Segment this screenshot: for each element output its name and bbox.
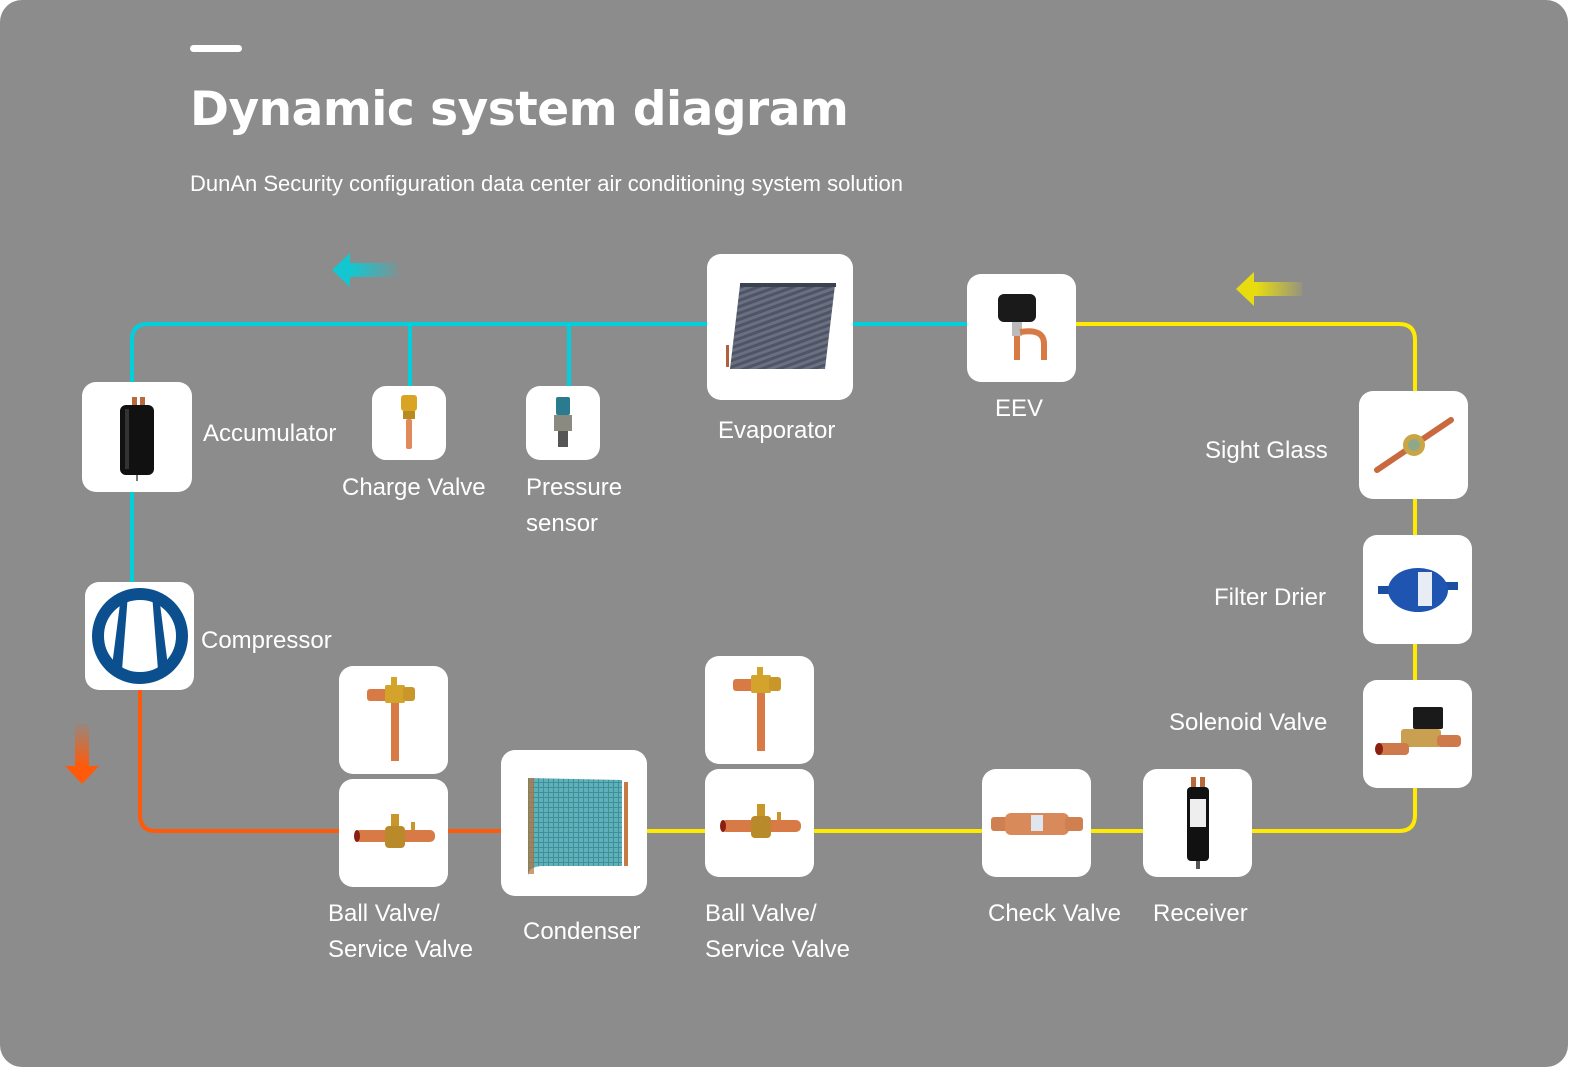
accumulator-label: Accumulator — [203, 420, 337, 447]
sight-glass-icon — [1373, 417, 1454, 473]
eev-card[interactable] — [967, 274, 1076, 382]
solenoid-valve-icon — [1374, 707, 1461, 755]
discharge-flow-arrow — [65, 724, 99, 784]
pressure-sensor-label-line1: Pressure — [526, 474, 623, 501]
eev-label: EEV — [995, 395, 1044, 422]
check-valve-card[interactable] — [982, 769, 1091, 877]
discharge-line — [138, 688, 504, 833]
ball-valve-icon — [353, 814, 435, 848]
ball-valve-2-label-line2: Service Valve — [705, 936, 850, 963]
pressure-sensor-label-line2: sensor — [526, 510, 599, 537]
electronic-expansion-valve-icon — [997, 294, 1047, 360]
ball-valve-1-card[interactable] — [339, 779, 448, 887]
pressure-sensor-icon — [554, 397, 572, 447]
service-valve-icon — [366, 677, 415, 761]
sight-glass-label: Sight Glass — [1205, 437, 1328, 464]
service-valve-1-card[interactable] — [339, 666, 448, 774]
evaporator-coil-icon — [726, 283, 836, 369]
receiver-icon — [1186, 777, 1209, 869]
service-valve-2-card[interactable] — [705, 656, 814, 764]
ball-valve-1-label-line1: Ball Valve/ — [328, 900, 440, 927]
liquid-flow-arrow — [1236, 272, 1302, 306]
page-title: Dynamic system diagram — [190, 82, 849, 137]
compressor-card[interactable] — [85, 582, 194, 690]
receiver-label: Receiver — [1153, 900, 1248, 927]
evaporator-card[interactable] — [707, 254, 853, 400]
condenser-card[interactable] — [501, 750, 647, 896]
charge-valve-icon — [401, 395, 417, 449]
filter-drier-card[interactable] — [1363, 535, 1472, 644]
ball-valve-1-label-line2: Service Valve — [328, 936, 473, 963]
page-subtitle: DunAn Security configuration data center… — [190, 171, 903, 196]
filter-drier-icon — [1377, 567, 1458, 612]
ball-valve-icon — [719, 804, 801, 838]
check-valve-icon — [990, 813, 1083, 835]
charge-valve-label: Charge Valve — [342, 474, 486, 501]
compressor-logo-icon — [91, 588, 188, 684]
solenoid-valve-label: Solenoid Valve — [1169, 709, 1328, 736]
ball-valve-2-card[interactable] — [705, 769, 814, 877]
filter-drier-label: Filter Drier — [1214, 584, 1326, 611]
condenser-coil-icon — [528, 778, 628, 876]
charge-valve-card[interactable] — [372, 386, 446, 460]
ball-valve-2-label-line1: Ball Valve/ — [705, 900, 817, 927]
solenoid-valve-card[interactable] — [1363, 680, 1472, 788]
evaporator-label: Evaporator — [718, 417, 836, 444]
title-accent-bar — [190, 45, 242, 52]
accumulator-card[interactable] — [82, 382, 192, 492]
compressor-label: Compressor — [201, 627, 332, 654]
pressure-sensor-card[interactable] — [526, 386, 600, 460]
condenser-label: Condenser — [523, 918, 641, 945]
suction-flow-arrow — [332, 253, 398, 287]
receiver-card[interactable] — [1143, 769, 1252, 877]
suction-line — [130, 322, 972, 584]
sight-glass-card[interactable] — [1359, 391, 1468, 499]
check-valve-label: Check Valve — [988, 900, 1121, 927]
accumulator-icon — [120, 397, 154, 481]
service-valve-icon — [732, 667, 781, 751]
